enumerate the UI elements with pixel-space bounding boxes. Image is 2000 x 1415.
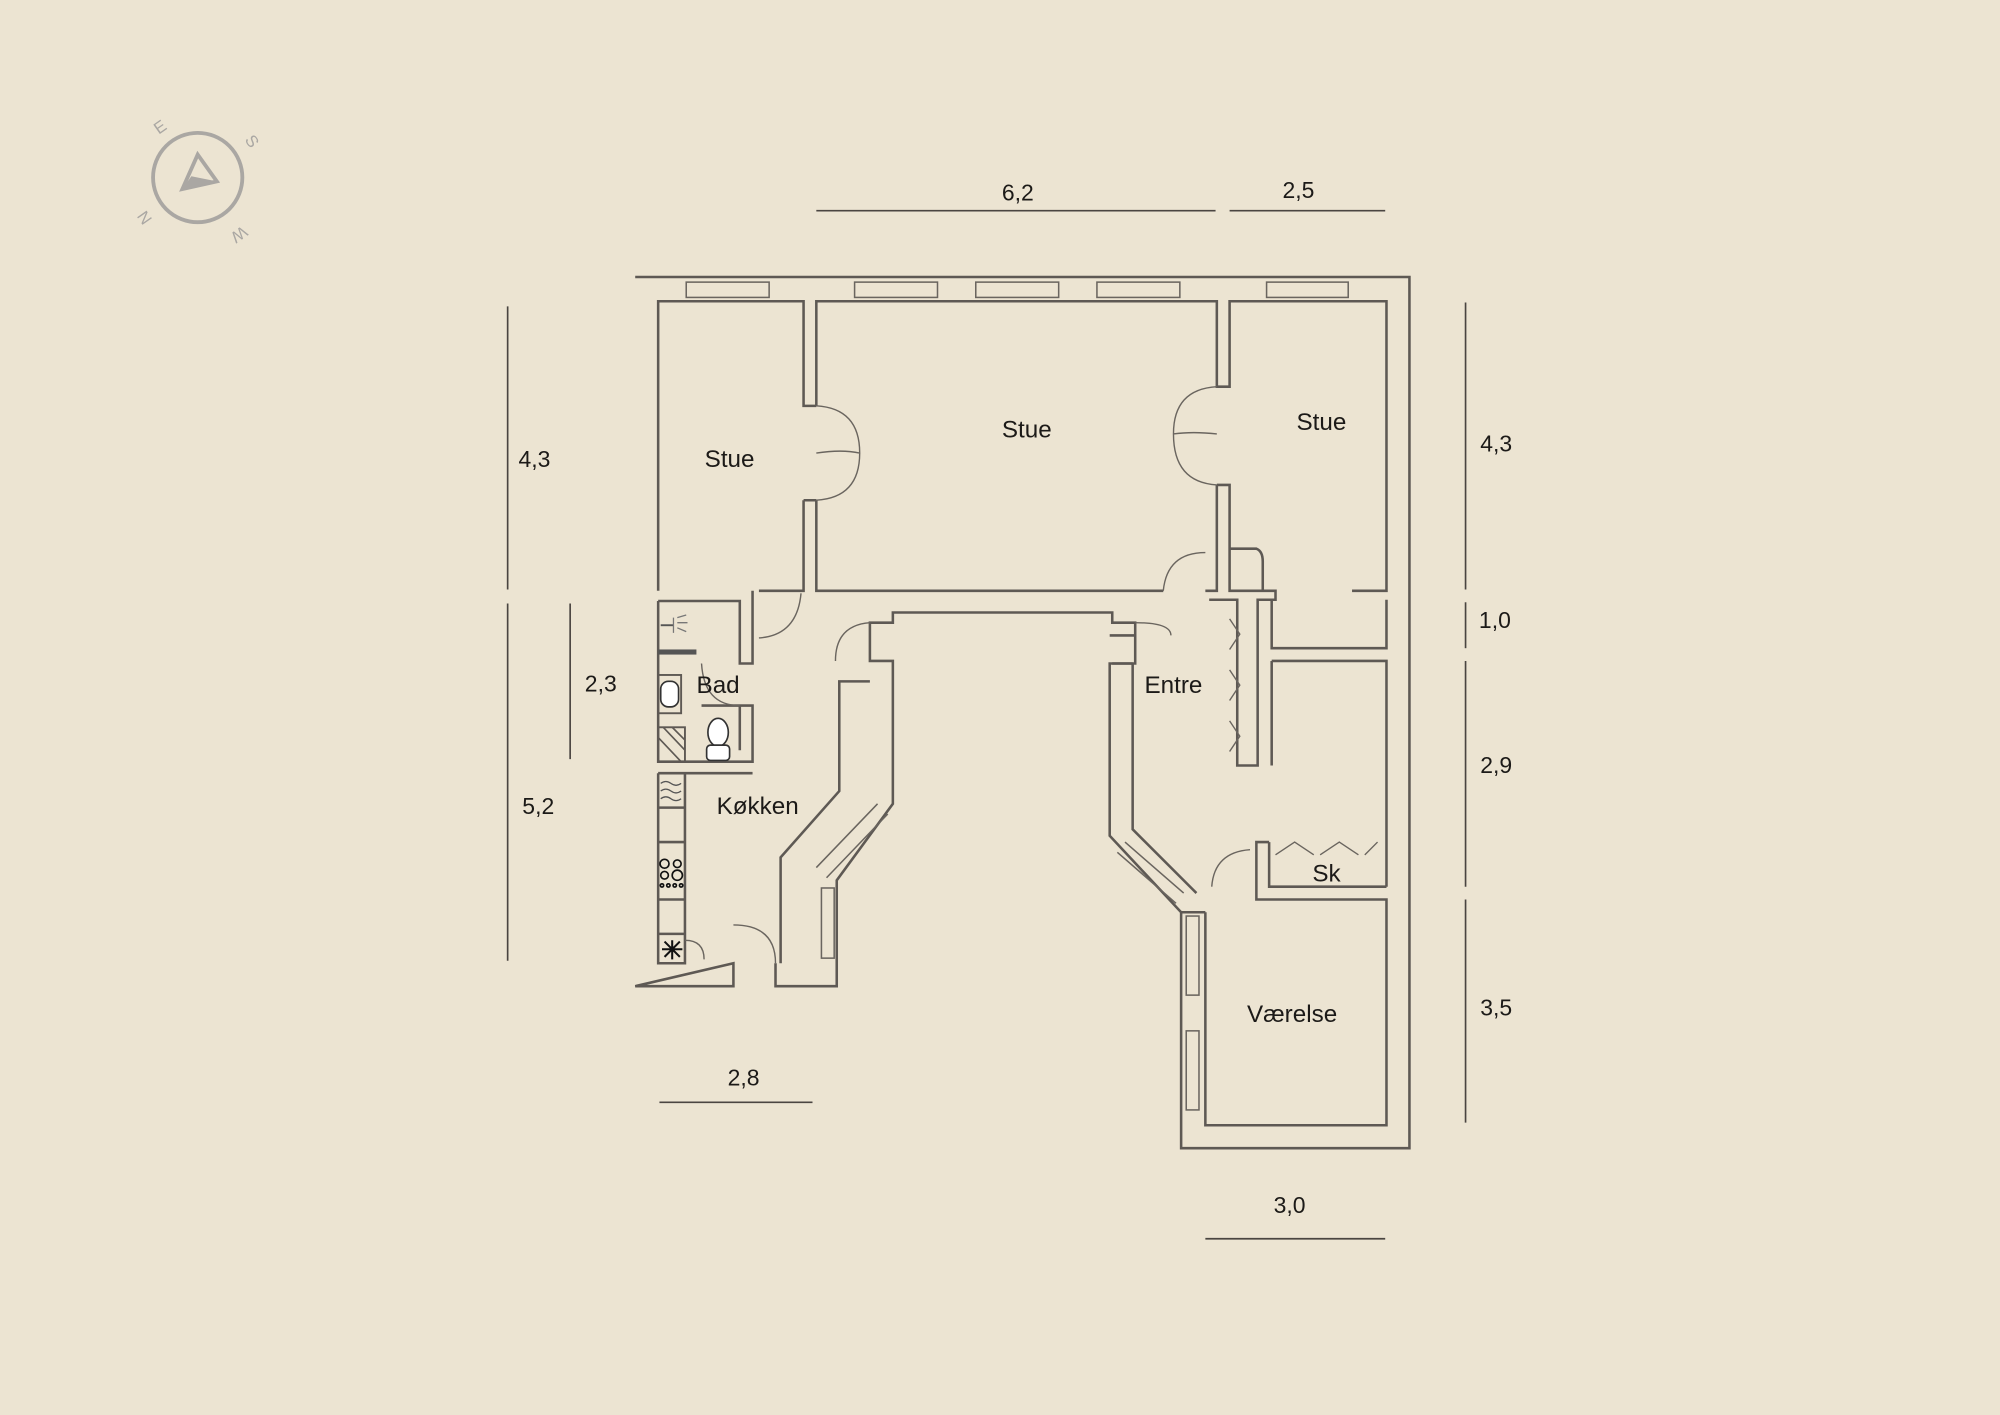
room-label-vaerelse: Værelse bbox=[1247, 1001, 1337, 1028]
compass-n: N bbox=[134, 207, 156, 228]
compass-e: E bbox=[150, 116, 170, 138]
sink-waves-icon bbox=[660, 780, 682, 802]
shower-icon bbox=[660, 614, 688, 633]
dimension-lines bbox=[506, 209, 1467, 1240]
fridge-icon bbox=[661, 940, 683, 960]
toilet-icon bbox=[705, 717, 731, 762]
shower-screen bbox=[658, 649, 697, 655]
room-label-koekken: Køkken bbox=[717, 793, 799, 820]
dim-left-1: 4,3 bbox=[518, 446, 550, 472]
compass-w: W bbox=[227, 222, 251, 247]
stove-icon bbox=[659, 858, 684, 888]
dim-right-2: 1,0 bbox=[1479, 607, 1511, 633]
windows bbox=[685, 281, 1349, 1111]
dim-top-1: 6,2 bbox=[1002, 179, 1034, 205]
dim-right-1: 4,3 bbox=[1480, 431, 1512, 457]
doors bbox=[684, 386, 1379, 964]
kitchen-counter bbox=[658, 806, 685, 936]
dim-top-2: 2,5 bbox=[1283, 177, 1315, 203]
sink-icon bbox=[657, 674, 683, 715]
room-label-entre: Entre bbox=[1145, 672, 1203, 699]
dim-left-2: 5,2 bbox=[522, 793, 554, 819]
dim-left-3: 2,3 bbox=[585, 671, 617, 697]
dim-right-3: 2,9 bbox=[1480, 752, 1512, 778]
radiator-icon bbox=[657, 726, 686, 763]
dim-bottom-1: 2,8 bbox=[728, 1065, 760, 1091]
dim-right-4: 3,5 bbox=[1480, 995, 1512, 1021]
dim-bottom-2: 3,0 bbox=[1274, 1192, 1306, 1218]
room-label-bad: Bad bbox=[697, 672, 740, 699]
compass-icon: E S W N bbox=[134, 116, 263, 247]
room-label-stue-2: Stue bbox=[1002, 417, 1052, 444]
room-label-stue-3: Stue bbox=[1297, 409, 1347, 436]
room-label-stue-1: Stue bbox=[705, 446, 755, 473]
compass-s: S bbox=[241, 131, 263, 151]
room-label-sk: Sk bbox=[1312, 861, 1341, 888]
